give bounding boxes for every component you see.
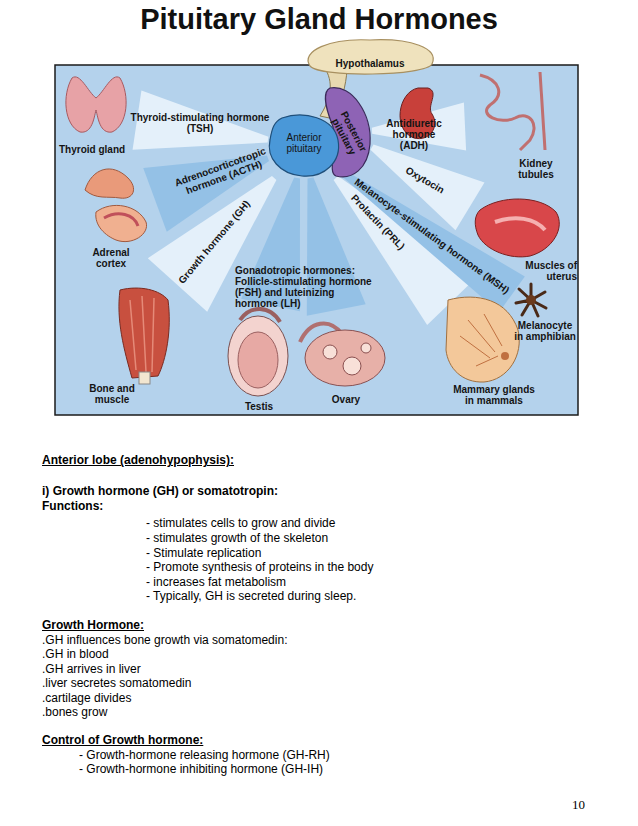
target-organ: Ovary bbox=[300, 310, 392, 410]
organ-label: Muscles of uterus bbox=[522, 260, 577, 282]
body-text: - increases fat metabolism bbox=[146, 575, 286, 590]
gland-shape: Hypothalamus bbox=[300, 36, 440, 76]
hormone-label: Gonadotropic hormones: Follicle-stimulat… bbox=[235, 265, 375, 309]
body-text: .GH arrives in liver bbox=[42, 662, 141, 677]
hormone-label: Adrenocorticotropic hormone (ACTH) bbox=[162, 141, 282, 203]
body-text: - stimulates growth of the skeleton bbox=[146, 531, 328, 546]
testis-duct bbox=[240, 309, 280, 322]
tubule-drawing bbox=[480, 75, 534, 150]
section-heading: i) Growth hormone (GH) or somatotropin: bbox=[42, 484, 278, 499]
target-organ: Adrenal cortex bbox=[60, 165, 155, 270]
adrenal-drawing bbox=[85, 169, 134, 198]
hormone-label: Thyroid-stimulating hormone (TSH) bbox=[118, 112, 283, 134]
target-organ: Melanocyte in amphibian bbox=[512, 282, 578, 354]
body-text: .GH influences bone growth via somatomed… bbox=[42, 633, 287, 648]
melanocyte-body bbox=[526, 295, 536, 305]
organ-label: Anterior pituitary bbox=[274, 132, 334, 154]
body-text: - stimulates cells to grow and divide bbox=[146, 516, 335, 531]
organ-label: Thyroid gland bbox=[59, 144, 137, 155]
hormone-beam bbox=[372, 103, 466, 151]
body-text: - Growth-hormone releasing hormone (GH-R… bbox=[79, 748, 330, 763]
ovary-follicle bbox=[361, 343, 371, 353]
organ-label: Mammary glands in mammals bbox=[448, 384, 540, 406]
hormone-beam bbox=[370, 145, 484, 231]
body-text: - Stimulate replication bbox=[146, 546, 261, 561]
ovary-drawing bbox=[305, 330, 385, 386]
adrenal-layer bbox=[104, 214, 138, 226]
thyroid-drawing bbox=[66, 77, 126, 132]
section-heading: Control of Growth hormone: bbox=[42, 733, 203, 748]
muscle-drawing bbox=[119, 288, 169, 378]
gland-outline bbox=[308, 40, 433, 74]
uterus-cavity bbox=[495, 218, 545, 230]
body-text: .liver secretes somatomedin bbox=[42, 676, 191, 691]
mammary-nipple bbox=[501, 352, 509, 360]
gland-shape: Anterior pituitary bbox=[268, 112, 340, 178]
hormone-label: Oxytocin bbox=[388, 155, 463, 205]
organ-label: Hypothalamus bbox=[320, 58, 420, 69]
organ-label: Melanocyte in amphibian bbox=[512, 320, 578, 342]
section-heading: Functions: bbox=[42, 499, 103, 514]
page-title: Pituitary Gland Hormones bbox=[0, 2, 638, 36]
bone-drawing bbox=[139, 372, 150, 384]
target-organ: Thyroid gland bbox=[55, 68, 137, 160]
mammary-drawing bbox=[446, 297, 519, 382]
organ-label: Adrenal cortex bbox=[86, 247, 136, 269]
body-text: - Growth-hormone inhibiting hormone (GH-… bbox=[79, 762, 323, 777]
organ-label: Ovary bbox=[300, 394, 392, 405]
ovary-follicle bbox=[323, 345, 337, 359]
body-text: .bones grow bbox=[42, 705, 107, 720]
gland-outline bbox=[269, 115, 338, 176]
node-outline bbox=[300, 36, 440, 76]
organ-label: Bone and muscle bbox=[82, 383, 142, 405]
diagram-frame bbox=[55, 65, 578, 415]
body-text: .cartilage divides bbox=[42, 691, 131, 706]
mammary-ducts bbox=[460, 314, 502, 366]
ovary-follicle bbox=[343, 357, 361, 375]
target-organ: Kidney tubules bbox=[465, 68, 575, 180]
uterus-drawing bbox=[475, 199, 559, 257]
organ-label: Testis bbox=[215, 401, 303, 412]
testis-inner bbox=[238, 332, 278, 388]
adrenal-section bbox=[96, 205, 147, 241]
target-organ: Testis bbox=[215, 305, 303, 415]
body-text: - Typically, GH is secreted during sleep… bbox=[146, 589, 356, 604]
oviduct-drawing bbox=[300, 324, 342, 342]
melanocyte-arms bbox=[516, 284, 546, 316]
page-number: 10 bbox=[572, 797, 585, 812]
body-text: .GH in blood bbox=[42, 647, 109, 662]
target-organ: Bone and muscle bbox=[60, 285, 182, 410]
organ-label: Kidney tubules bbox=[507, 158, 565, 180]
muscle-fibres bbox=[130, 296, 154, 372]
target-organ: Mammary glands in mammals bbox=[440, 300, 572, 410]
body-text: - Promote synthesis of proteins in the b… bbox=[146, 560, 373, 575]
hormone-label: Antidiuretic hormone (ADH) bbox=[378, 118, 450, 151]
testis-drawing bbox=[228, 316, 288, 396]
section-heading: Growth Hormone: bbox=[42, 618, 144, 633]
tubule-duct bbox=[540, 72, 545, 150]
section-heading: Anterior lobe (adenohypophysis): bbox=[42, 453, 234, 468]
